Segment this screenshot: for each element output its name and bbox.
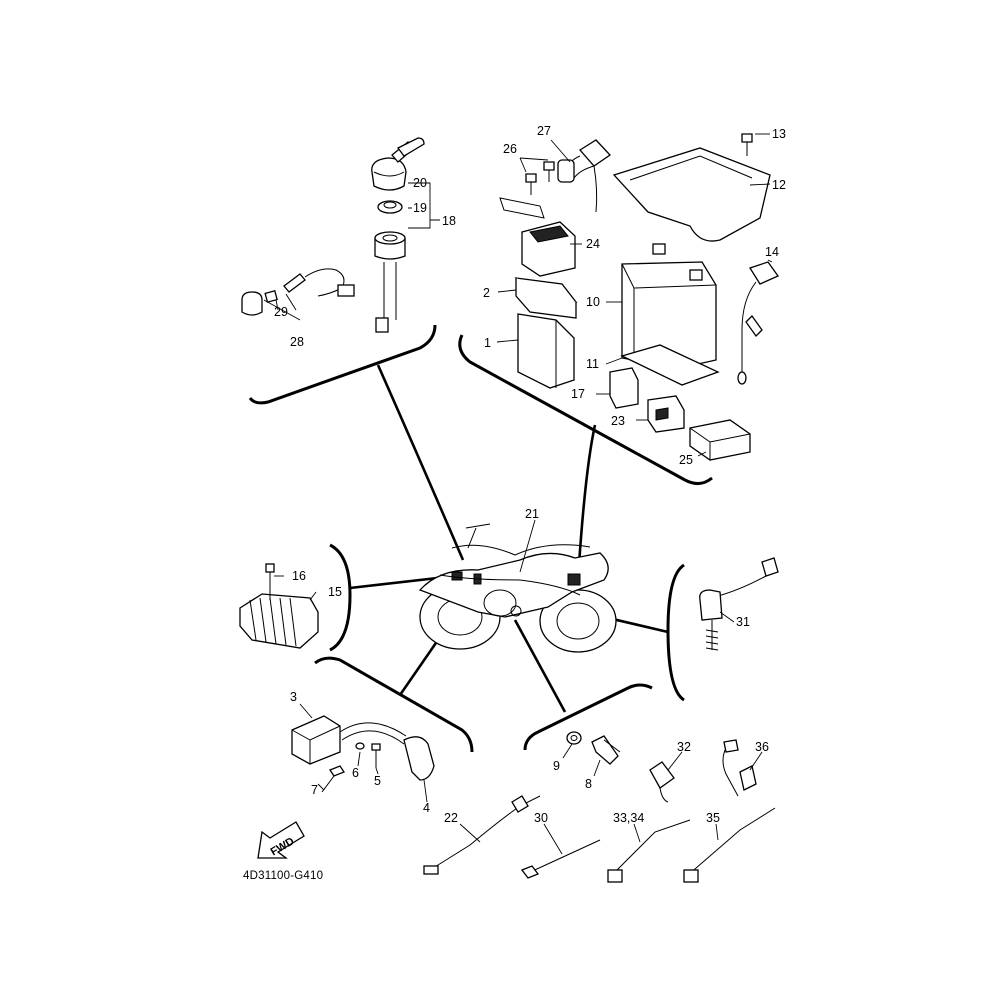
callout-5: 5 bbox=[374, 774, 381, 788]
switch-group bbox=[699, 557, 779, 651]
atv-illustration bbox=[418, 523, 617, 653]
callout-36: 36 bbox=[755, 740, 769, 754]
callout-35: 35 bbox=[706, 811, 720, 825]
callout-28: 28 bbox=[290, 335, 304, 349]
callout-labels: 1 2 3 4 5 6 7 8 9 10 11 12 13 14 15 16 1… bbox=[274, 124, 786, 825]
callout-3: 3 bbox=[290, 690, 297, 704]
callout-23: 23 bbox=[611, 414, 625, 428]
callout-6: 6 bbox=[352, 766, 359, 780]
callout-2: 2 bbox=[483, 286, 490, 300]
callout-17: 17 bbox=[571, 387, 585, 401]
callout-30: 30 bbox=[534, 811, 548, 825]
rectifier-group bbox=[239, 563, 319, 649]
callout-32: 32 bbox=[677, 740, 691, 754]
bracket-rectifier-group bbox=[329, 543, 352, 652]
bracket-sensor-group bbox=[523, 683, 653, 751]
fwd-arrow: FWD bbox=[257, 821, 305, 859]
sensor-group bbox=[566, 731, 757, 803]
harness-bands-group bbox=[423, 795, 776, 883]
leader-lines bbox=[263, 133, 773, 855]
battery-ecu-group bbox=[499, 133, 779, 461]
callout-13: 13 bbox=[772, 127, 786, 141]
callout-19: 19 bbox=[413, 201, 427, 215]
group-brackets bbox=[248, 324, 713, 753]
callout-10: 10 bbox=[586, 295, 600, 309]
bracket-battery-group bbox=[458, 334, 713, 485]
bracket-switch-group bbox=[666, 563, 685, 702]
callout-27: 27 bbox=[537, 124, 551, 138]
callout-15: 15 bbox=[328, 585, 342, 599]
callout-9: 9 bbox=[553, 759, 560, 773]
ignition-switch-group bbox=[241, 137, 425, 333]
callout-33-34: 33,34 bbox=[613, 811, 644, 825]
ignition-coil-group bbox=[291, 715, 435, 793]
callout-21: 21 bbox=[525, 507, 539, 521]
callout-20: 20 bbox=[413, 176, 427, 190]
bracket-ignition-group bbox=[248, 324, 437, 405]
callout-22: 22 bbox=[444, 811, 458, 825]
callout-14: 14 bbox=[765, 245, 779, 259]
callout-8: 8 bbox=[585, 777, 592, 791]
callout-26: 26 bbox=[503, 142, 517, 156]
figure-code: 4D31100-G410 bbox=[243, 870, 323, 882]
callout-4: 4 bbox=[423, 801, 430, 815]
callout-12: 12 bbox=[772, 178, 786, 192]
callout-18: 18 bbox=[442, 214, 456, 228]
callout-24: 24 bbox=[586, 237, 600, 251]
callout-31: 31 bbox=[736, 615, 750, 629]
callout-25: 25 bbox=[679, 453, 693, 467]
callout-16: 16 bbox=[292, 569, 306, 583]
callout-7: 7 bbox=[311, 783, 318, 797]
callout-11: 11 bbox=[586, 357, 599, 371]
callout-1: 1 bbox=[484, 336, 491, 350]
callout-29: 29 bbox=[274, 305, 288, 319]
